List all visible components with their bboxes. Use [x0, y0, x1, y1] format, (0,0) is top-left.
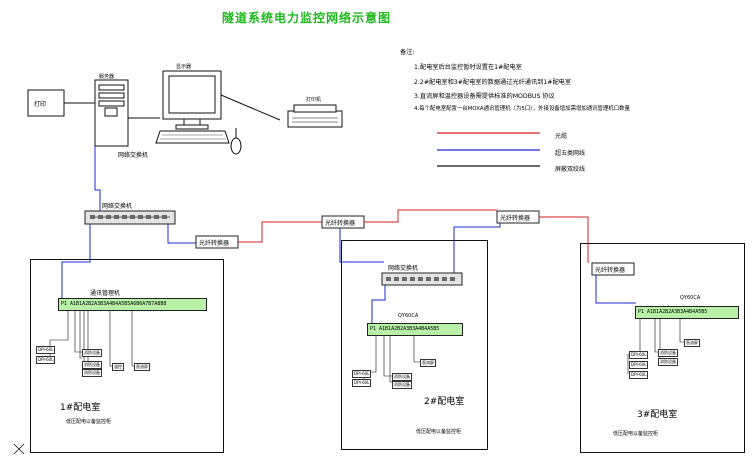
device: 直流屏 [134, 363, 150, 371]
room-sub: 低压配电以备监控柜 [416, 429, 462, 435]
comm-manager-label: 通讯管理机 [90, 290, 121, 297]
device: 消防设备 [392, 381, 412, 389]
page-title: 隧道系统电力监控网络示意图 [222, 11, 392, 25]
device: 消防设备 [82, 369, 102, 377]
fiber-converter-4: 光纤转换器 [595, 267, 626, 274]
keyboard-icon [155, 130, 230, 144]
comm-manager-ports: P1 A1B1A2B2A3B3A4B4A5B5 [635, 306, 739, 319]
note-item: 1.配电室后台监控暂时设置在1#配电室 [414, 64, 522, 71]
comm-manager-label: QY60CA [398, 313, 419, 319]
legend-label-twisted: 屏蔽双绞线 [555, 166, 586, 173]
room-name: 2#配电室 [424, 397, 465, 407]
room-name: 1#配电室 [60, 403, 101, 413]
device: DPI-60L [352, 370, 372, 378]
room-name: 3#配电室 [637, 410, 678, 420]
room2-switch-label: 网络交换机 [388, 265, 419, 272]
device: 消防设备 [392, 373, 412, 381]
device: 消防设备 [82, 349, 102, 357]
fiber-converter-2: 光纤转换器 [325, 220, 356, 227]
monitor-label: 显示器 [176, 64, 192, 70]
device: 直流屏 [684, 339, 700, 347]
device: DPI-60L [629, 371, 649, 379]
note-item: 4.每个配电室配置一台MOXA通讯管理机（为5口），外接设备增加需增加通讯管理机… [414, 106, 630, 112]
device: 消防设备 [658, 358, 678, 366]
device: DPI-60L [36, 356, 56, 364]
printer-label: 打印机 [306, 97, 322, 103]
device: 直流屏 [420, 359, 436, 367]
mouse-icon [230, 137, 242, 155]
device: 消防设备 [82, 361, 102, 369]
server-icon [94, 79, 129, 147]
device: 温控 [112, 363, 124, 371]
room-3 [580, 243, 745, 453]
room-sub: 低压配电以备监控柜 [613, 431, 659, 437]
note-item: 3.直流屏和温控器设备需提供标准的MODBUS 协议 [414, 93, 555, 100]
room-sub: 低压配电以备监控柜 [66, 419, 112, 425]
device: DPI-60L [629, 351, 649, 359]
switch-label-b: 网络交换机 [102, 203, 133, 210]
monitor-icon [162, 70, 222, 130]
printer-small-label: 打印 [34, 101, 47, 108]
switch-label-a: 网络交换机 [118, 152, 149, 159]
comm-manager-ports: P1 A1B1A2B2A3B3A4B4A5B5 [367, 323, 463, 336]
device: DPI-60L [629, 361, 649, 369]
printer-icon [287, 104, 343, 128]
device: 消防设备 [658, 349, 678, 357]
server-label: 服务器 [99, 74, 115, 80]
note-item: 2.2#配电室和3#配电室的数据通过光纤通讯到1#配电室 [414, 79, 572, 86]
device: DPI-60L [36, 346, 56, 354]
legend-label-cat5: 超五类网线 [555, 150, 586, 157]
comm-manager-label: QY60CA [680, 295, 701, 301]
notes-heading: 备注: [400, 49, 415, 56]
legend-label-fiber: 光缆 [555, 133, 568, 140]
device: DPI-60L [352, 379, 372, 387]
comm-manager-ports: P1 A1B1A2B2A3B3A4B4A5B5A6B6A7B7A8B8 [58, 298, 207, 311]
fiber-converter-1: 光纤转换器 [199, 240, 230, 247]
fiber-converter-3: 光纤转换器 [500, 215, 531, 222]
